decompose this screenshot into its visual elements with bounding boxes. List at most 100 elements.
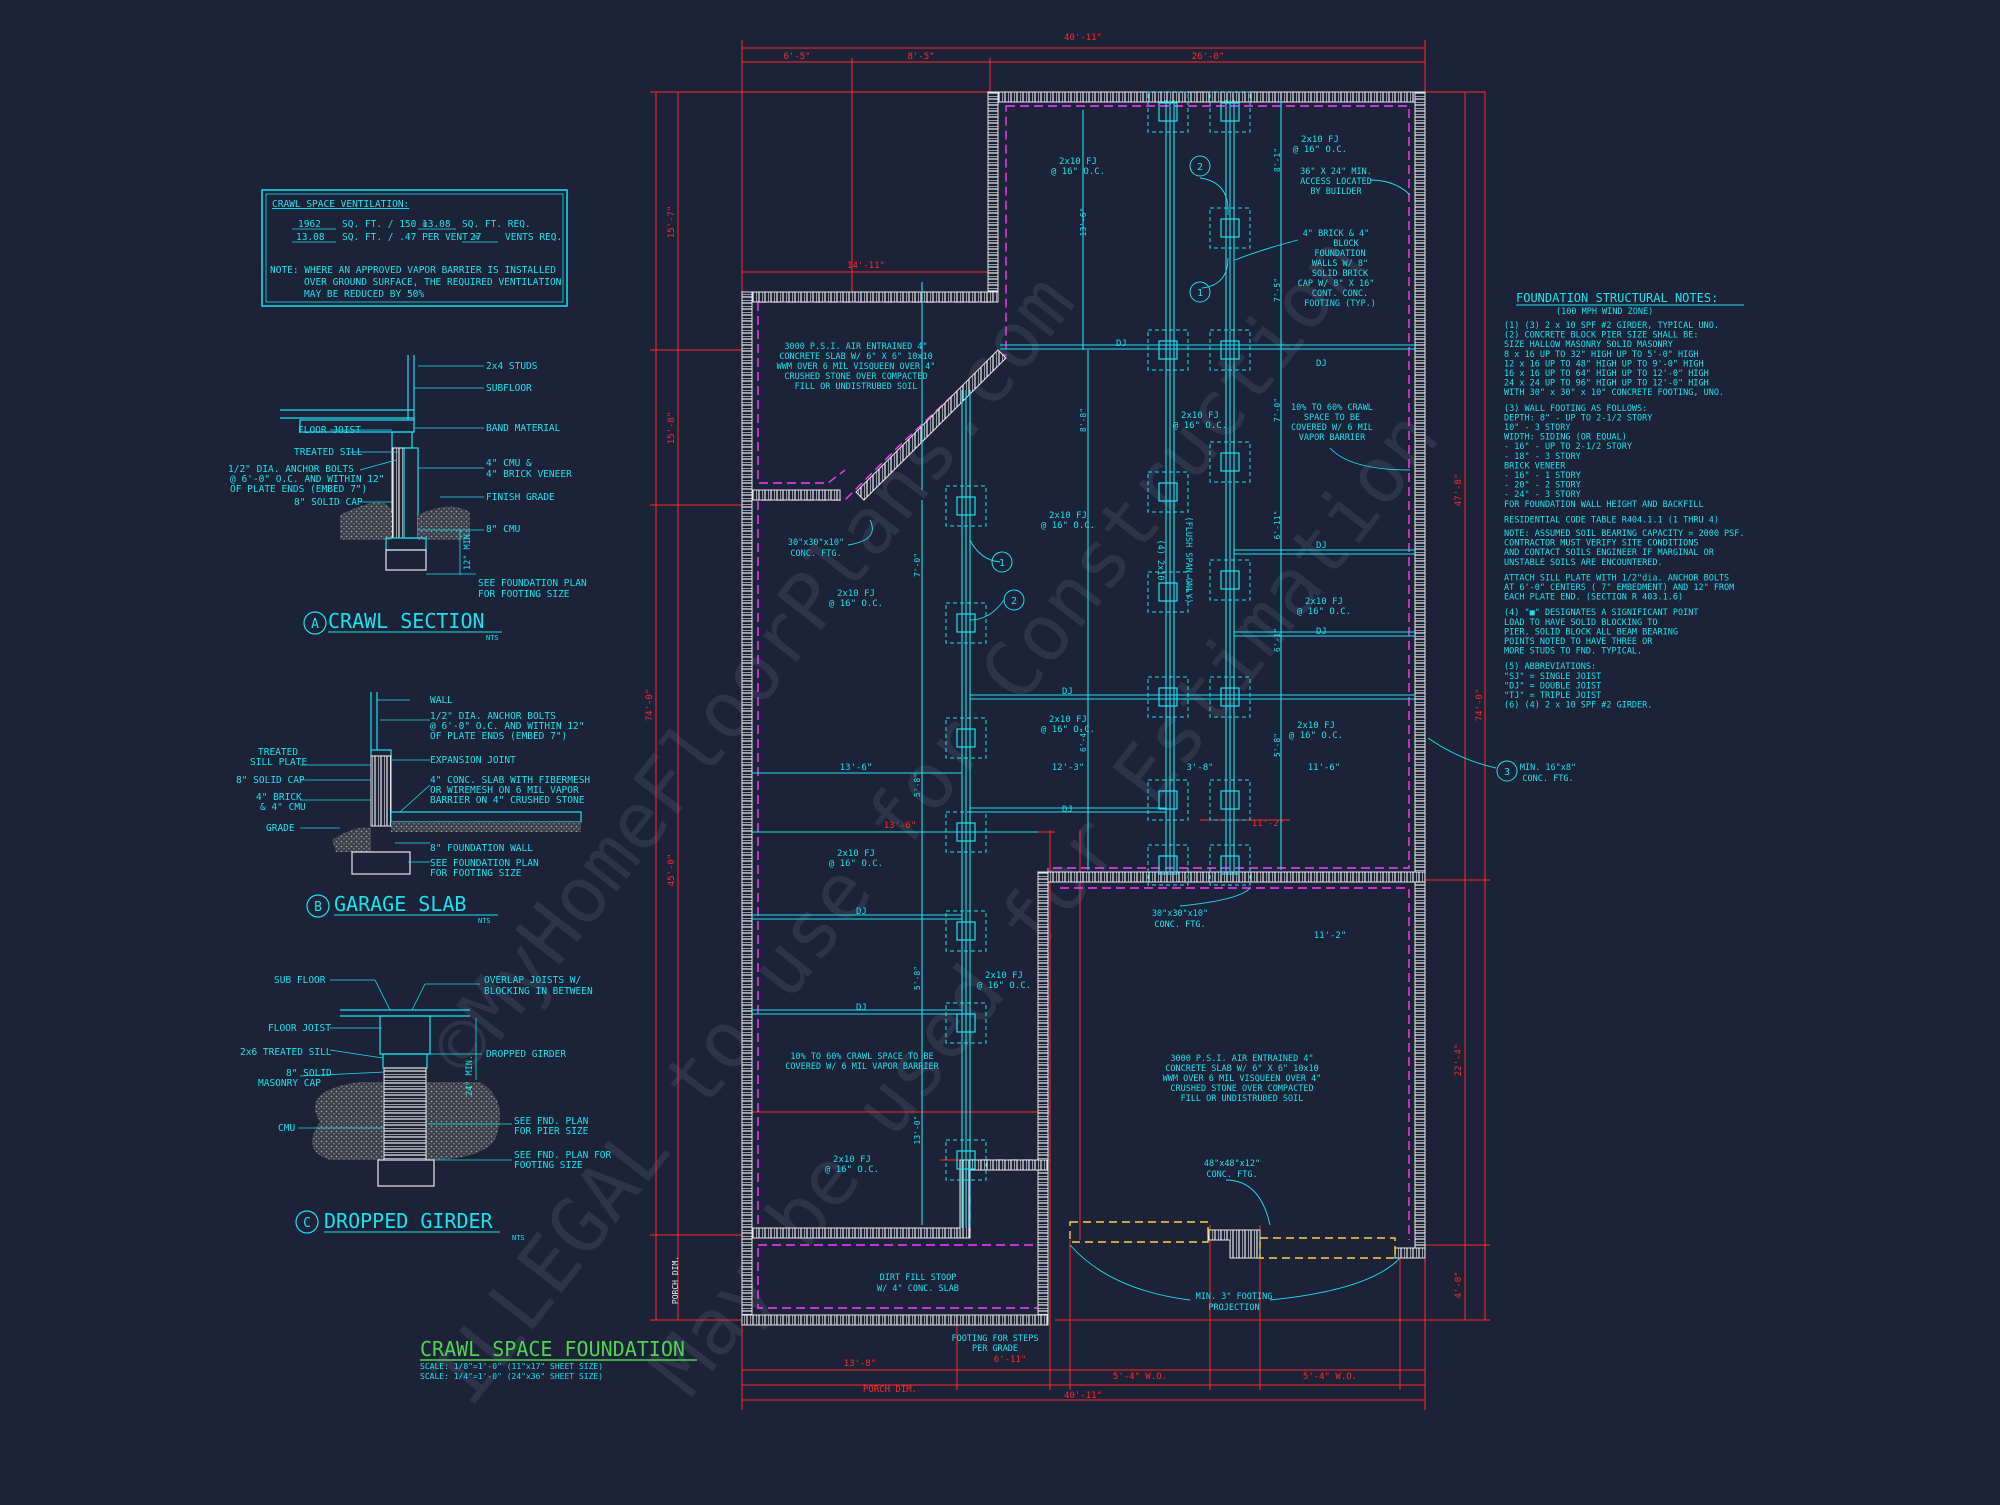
brick-1: BLOCK [1333, 239, 1359, 249]
ventilation-box: CRAWL SPACE VENTILATION: 1962 SQ. FT. / … [261, 189, 568, 307]
detail-c-dropped-girder: OVERLAP JOISTS W/ BLOCKING IN BETWEEN DR… [240, 975, 612, 1242]
fj-oc-8: @ 16" O.C. [1289, 731, 1343, 741]
wall-stoop-step [959, 1159, 1049, 1239]
pier-4 [1220, 340, 1240, 360]
detail-a-left-3: @ 6'-0" O.C. AND WITHIN 12" [230, 474, 384, 485]
detail-b-label-10: FOR FOOTING SIZE [430, 868, 522, 879]
wall-garage-front-mid [1207, 1229, 1261, 1259]
slab-top-0: 3000 P.S.I. AIR ENTRAINED 4" [784, 342, 927, 352]
pier-footing-7 [1147, 571, 1189, 613]
detail-c-letter: C [303, 1216, 311, 1231]
fj-label-4: 2x10 FJ [1049, 511, 1087, 521]
note-line-4: 12 x 16 UP TO 48" HIGH UP TO 9'-0" HIGH [1504, 359, 1704, 369]
fj-oc-1: @ 16" O.C. [1051, 167, 1105, 177]
pier-12 [1220, 790, 1240, 810]
dim-left-b: 15'-8" [667, 412, 677, 445]
wall-porch-bottom [741, 1314, 1049, 1326]
dim-left-overall: 74'-0" [645, 689, 655, 722]
dim-top-c: 26'-0" [1192, 52, 1225, 62]
wall-garage-left [1037, 871, 1049, 1326]
pier-6 [1158, 482, 1178, 502]
sheet-title: CRAWL SPACE FOUNDATION SCALE: 1/8"=1'-0"… [420, 1337, 697, 1381]
detail-a-label-2: BAND MATERIAL [486, 423, 561, 434]
pier-footing-18 [945, 811, 987, 853]
ftg3-1: CONC. FTG. [1206, 1170, 1257, 1180]
detail-a-left-1: TREATED SILL [294, 447, 363, 458]
min-ftg-0: MIN. 16"x8" [1520, 763, 1576, 773]
fj-label-5: 2x10 FJ [837, 589, 875, 599]
row-dim-5: 11'-2" [1314, 931, 1347, 941]
note-line-30: POINTS NOTED TO HAVE THREE OR [1504, 637, 1653, 647]
crawl-right-2: COVERED W/ 6 MIL [1291, 423, 1373, 433]
detail-b-left-1: SILL PLATE [250, 757, 307, 768]
pier-footing-8 [1209, 559, 1251, 601]
detail-b-label-2: @ 6'-0" O.C. AND WITHIN 12" [430, 721, 584, 732]
vent-row2-unit: VENTS REQ. [505, 232, 562, 243]
detail-c-label-4: FOR PIER SIZE [514, 1126, 589, 1137]
note-line-35: "TJ" = TRIPLE JOIST [1504, 691, 1601, 701]
callout-1-mid: 1 [999, 558, 1005, 569]
pier-21 [956, 1150, 976, 1170]
detail-c-label-1: BLOCKING IN BETWEEN [484, 986, 593, 997]
fj-oc-10: @ 16" O.C. [977, 981, 1031, 991]
detail-c-label-3: SEE FND. PLAN [514, 1116, 589, 1127]
detail-b-left-0: TREATED [258, 747, 298, 758]
vent-row1-value: 1962 [298, 219, 321, 230]
pier-0 [1158, 102, 1178, 122]
pier-2 [1220, 218, 1240, 238]
dim-top-a: 6'-5" [783, 52, 810, 62]
detail-c-dim: 24" MIN. [465, 1055, 475, 1096]
vert-dim-9: 5'-8" [913, 773, 922, 797]
detail-a-left-5: 8" SOLID CAP [294, 497, 363, 508]
pier-footing-1 [1209, 91, 1251, 133]
dj-label-4: DJ [1316, 627, 1327, 637]
fj-label-10: 2x10 FJ [985, 971, 1023, 981]
wall-left-mid [751, 489, 841, 501]
detail-a-label-1: SUBFLOOR [486, 383, 532, 394]
vert-dim-3: 6'-11" [1273, 511, 1282, 540]
callout-2-mid: 2 [1011, 596, 1017, 607]
detail-b-left-2: 8" SOLID CAP [236, 775, 305, 786]
pier-footing-15 [945, 485, 987, 527]
notes-subheading: (100 MPH WIND ZONE) [1556, 307, 1653, 317]
wall-porch-top [751, 1227, 971, 1239]
detail-a-label-8: FOR FOOTING SIZE [478, 589, 570, 600]
pier-19 [956, 921, 976, 941]
slab-top-3: CRUSHED STONE OVER COMPACTED [784, 372, 927, 382]
note-line-36: (6) (4) 2 x 10 SPF #2 GIRDER. [1504, 701, 1652, 711]
dj-label-6: DJ [1062, 805, 1073, 815]
garage-door-openings [1069, 1221, 1396, 1259]
pier-5 [1220, 452, 1240, 472]
wall-garage-right [1414, 881, 1426, 1259]
crawl-left-0: 10% TO 60% CRAWL SPACE TO BE [790, 1052, 933, 1062]
plan-notes: 3000 P.S.I. AIR ENTRAINED 4" CONCRETE SL… [777, 167, 1576, 1354]
fj-oc-3: @ 16" O.C. [1173, 421, 1227, 431]
detail-c-label-5: SEE FND. PLAN FOR [514, 1150, 612, 1161]
dim-bottom-d: 5'-4" W.O. [1303, 1372, 1357, 1382]
fj-label-11: 2x10 FJ [833, 1155, 871, 1165]
vent-note-1: NOTE: WHERE AN APPROVED VAPOR BARRIER IS… [270, 265, 556, 276]
detail-b-label-6: OR WIREMESH ON 6 MIL VAPOR [430, 785, 579, 796]
vent-row1-text: SQ. FT. / 150 = [342, 219, 428, 230]
wall-notch-vertical [987, 91, 999, 303]
dj-label-2: DJ [1316, 359, 1327, 369]
detail-b-nts: NTS [478, 917, 491, 925]
pier-footing-11 [1147, 779, 1189, 821]
note-line-16: - 20" - 2 STORY [1504, 481, 1581, 491]
foundation-notes: FOUNDATION STRUCTURAL NOTES: (100 MPH WI… [1504, 291, 1745, 711]
pier-footing-20 [945, 1002, 987, 1044]
dj-label-5: DJ [1062, 687, 1073, 697]
detail-b-label-0: WALL [430, 695, 453, 706]
detail-a-label-7: SEE FOUNDATION PLAN [478, 578, 587, 589]
vert-dim-5: 5'-8" [1273, 733, 1282, 757]
fj-label-3: 2x10 FJ [1181, 411, 1219, 421]
note-line-21: CONTRACTOR MUST VERIFY SITE CONDITIONS [1504, 539, 1698, 549]
dim-bottom-overall: 40'-11" [1064, 1391, 1102, 1401]
detail-c-label-6: FOOTING SIZE [514, 1160, 583, 1171]
pier-footing-0 [1147, 91, 1189, 133]
note-line-0: (1) (3) 2 x 10 SPF #2 GIRDER, TYPICAL UN… [1504, 321, 1719, 331]
access-0: 36" X 24" MIN. [1300, 167, 1372, 177]
detail-b-left-3: 4" BRICK [256, 792, 302, 803]
note-line-32: (5) ABBREVIATIONS: [1504, 662, 1596, 672]
